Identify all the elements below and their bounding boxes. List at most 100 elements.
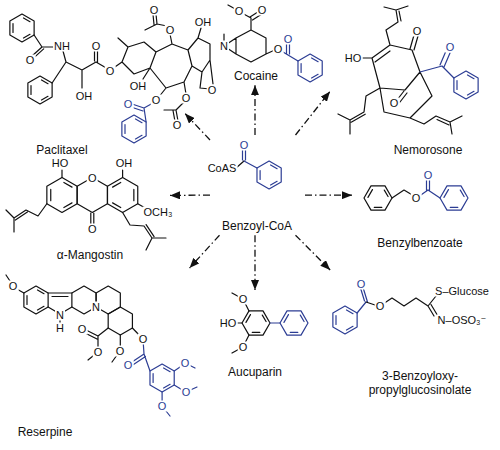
- atom-label: O: [238, 294, 249, 305]
- benzoyl-ring: [122, 115, 146, 143]
- benzene-ring: [24, 286, 48, 314]
- atom-label: O: [423, 170, 434, 181]
- reserpine-structure: [6, 275, 197, 416]
- atom-label: OCH₃: [143, 207, 174, 218]
- atom-label: N–OSO₃⁻: [437, 315, 488, 326]
- benzoyl-ring: [298, 54, 322, 82]
- compound-node: Reserpine: [3, 268, 208, 448]
- atom-label: O: [257, 5, 268, 16]
- benzylbenzoate-structure: [361, 180, 472, 216]
- atom-label: O: [8, 281, 19, 292]
- atom-label: O: [115, 346, 126, 357]
- atom-label: O: [412, 26, 423, 37]
- compound-node: 3-Benzoyloxy- propylglucosinolate: [325, 270, 497, 400]
- atom-label: O: [123, 360, 134, 371]
- atom-label: N: [91, 302, 101, 313]
- benzene-ring: [47, 178, 77, 213]
- pathway-arrow: [254, 85, 255, 135]
- atom-label: O: [123, 99, 134, 110]
- benzoyl-bonds: [418, 180, 440, 198]
- compound-node: Paclitaxel: [3, 5, 185, 160]
- atom-label: O: [87, 172, 98, 183]
- phenyl-bond: [270, 322, 280, 323]
- compound-node: Benzoyl-CoA: [210, 135, 305, 235]
- benzoyl-coa-structure: [236, 150, 281, 189]
- compound-name: Cocaine: [234, 69, 278, 83]
- pathway-arrow: [296, 91, 331, 135]
- compound-node: α-Mangostin: [5, 163, 170, 264]
- benzoyl-ring: [257, 161, 281, 189]
- atom-label: O: [411, 193, 422, 204]
- compound-name: α-Mangostin: [57, 248, 123, 262]
- atom-label: O: [181, 93, 192, 104]
- atom-label: O: [165, 25, 176, 36]
- atom-label: OH: [194, 17, 213, 28]
- pathway-arrow: [190, 235, 220, 268]
- phenyl-ring: [277, 305, 312, 341]
- atom-label: O: [149, 5, 160, 16]
- benzene-ring: [10, 14, 34, 42]
- atom-label: O: [151, 95, 162, 106]
- nemorosone-structure: [338, 6, 478, 134]
- compound-name: Benzoyl-CoA: [222, 219, 292, 233]
- benzene-ring: [239, 305, 274, 341]
- atom-label: HO: [51, 158, 70, 169]
- pathway-arrow: [170, 194, 210, 196]
- atom-label: S–Glucose: [434, 286, 490, 297]
- compound-node: Cocaine: [205, 5, 305, 85]
- bond-lines: [338, 6, 462, 134]
- atom-label: O: [180, 358, 191, 369]
- atom-label: O: [25, 55, 36, 66]
- bond-lines: [6, 275, 142, 362]
- atom-label: O: [389, 98, 400, 109]
- compound-name: 3-Benzoyloxy- propylglucosinolate: [358, 369, 483, 398]
- atom-label: O: [239, 140, 250, 151]
- benzoyl-ring: [150, 364, 174, 392]
- paclitaxel-structure: [10, 14, 213, 143]
- atom-label: O: [375, 301, 386, 312]
- atom-label: OH: [115, 158, 134, 169]
- compound-node: Benzylbenzoate: [352, 160, 497, 255]
- benzene-ring: [28, 76, 52, 104]
- atom-label: OH: [129, 81, 148, 92]
- pathway-arrow: [185, 114, 210, 141]
- ring-e: [108, 307, 132, 335]
- compound-node: Aucuparin: [215, 290, 295, 381]
- atom-label: HO: [344, 53, 363, 64]
- atom-label: O: [207, 85, 218, 96]
- atom-label: O: [234, 6, 245, 17]
- atom-label: O: [77, 324, 88, 335]
- benzoyl-bonds: [243, 150, 258, 168]
- atom-label: O: [172, 120, 183, 131]
- pathway-arrow: [305, 194, 352, 195]
- benzoate-bonds: [132, 339, 197, 416]
- atom-label: O: [445, 42, 456, 53]
- atom-label: O: [238, 342, 249, 353]
- compound-name: Reserpine: [18, 425, 73, 439]
- atom-label: O: [356, 279, 367, 290]
- bond-lines: [366, 296, 437, 316]
- atom-label: HO: [219, 318, 238, 329]
- benzoyl-ring: [454, 71, 478, 99]
- atom-label: O: [105, 66, 116, 77]
- benzene-ring: [107, 178, 137, 213]
- compound-name: Aucuparin: [228, 365, 282, 379]
- pathway-arrow: [296, 235, 331, 270]
- atom-label: O: [181, 387, 192, 398]
- atom-label: OH: [75, 91, 94, 102]
- benzoyl-ring: [437, 180, 472, 216]
- atom-label: O: [138, 334, 149, 345]
- pathway-arrow: [254, 235, 255, 290]
- compound-name: Nemorosone: [394, 143, 463, 157]
- compound-name: Benzylbenzoate: [377, 236, 462, 250]
- compound-node: Nemorosone: [330, 5, 495, 165]
- atom-label: O: [157, 401, 168, 412]
- atom-label: N: [219, 41, 229, 52]
- atom-label: O: [273, 44, 284, 55]
- benzoyl-bonds: [420, 51, 454, 78]
- atom-label: NH: [53, 41, 71, 52]
- benzene-ring: [361, 180, 396, 216]
- atom-label: O: [91, 41, 102, 52]
- bond-lines: [224, 5, 277, 62]
